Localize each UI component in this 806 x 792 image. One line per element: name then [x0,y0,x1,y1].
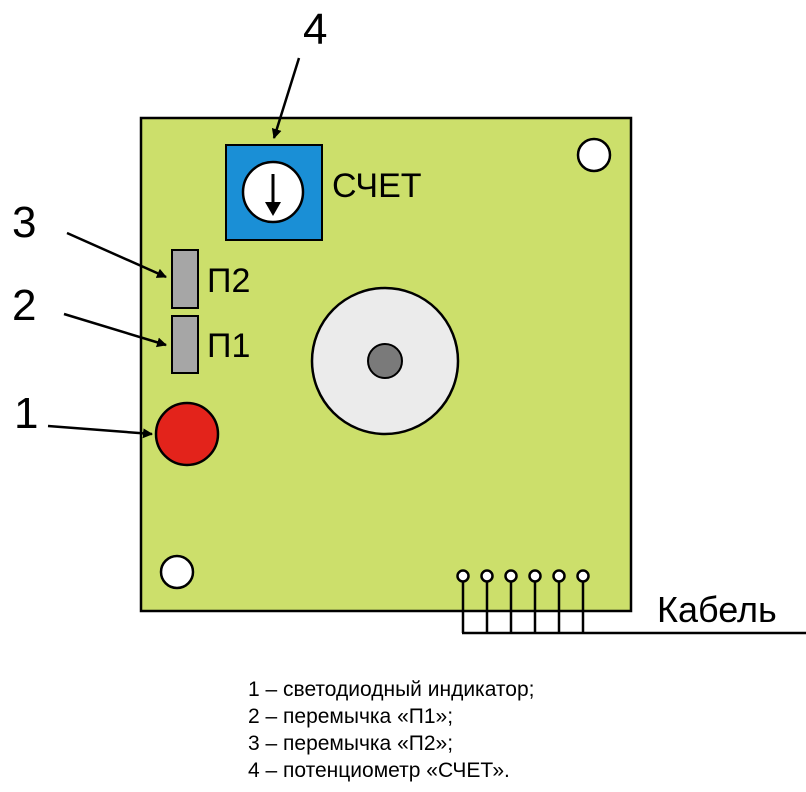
jumper-p1[interactable] [171,315,199,374]
mounting-hole-bottom-left [159,554,195,590]
arrow-down-icon [265,202,281,216]
jumper-p1-label: П1 [207,327,250,365]
legend-item: 3 – перемычка «П2»; [248,732,454,755]
callout-2: 2 [12,281,36,330]
cable-label: Кабель [657,589,777,630]
led-indicator [154,401,220,467]
callout-1-arrow [47,424,153,439]
legend-item: 2 – перемычка «П1»; [248,705,454,728]
connector-pins [456,569,590,583]
cable-wires [461,582,806,635]
potentiometer[interactable] [225,144,323,241]
callout-3-arrow [66,231,167,279]
mounting-hole-top-right [576,137,612,173]
legend-item: 1 – светодиодный индикатор; [248,678,535,701]
legend-item: 4 – потенциометр «СЧЕТ». [248,759,510,782]
potentiometer-label: СЧЕТ [332,167,422,205]
callout-3: 3 [12,198,36,247]
legend: 1 – светодиодный индикатор; 2 – перемычк… [248,676,535,784]
jumper-p2[interactable] [171,249,199,309]
buzzer [310,286,460,436]
callout-1: 1 [14,389,38,438]
jumper-p2-label: П2 [207,262,250,300]
callout-4: 4 [303,5,327,54]
callout-2-arrow [63,312,167,348]
callout-4-arrow [271,57,301,139]
